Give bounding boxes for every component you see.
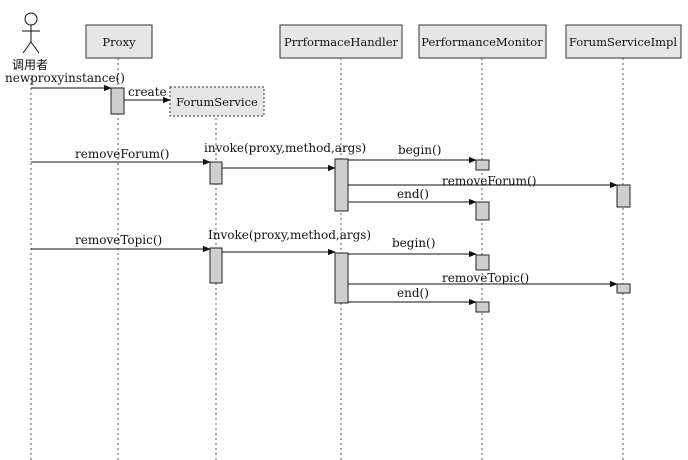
- remove-forum-impl-label: removeForum(): [442, 174, 536, 188]
- handler-label: PrrformaceHandler: [284, 35, 399, 49]
- forum-service-activation-1: [209, 161, 223, 185]
- impl-box: [565, 24, 682, 59]
- monitor-end-activation-2: [475, 301, 490, 313]
- remove-forum-call-label: removeForum(): [75, 147, 169, 161]
- end-1-label: end(): [397, 187, 429, 201]
- create-label: create: [128, 85, 167, 99]
- handler-activation-1: [334, 158, 349, 212]
- forum-service-label: ForumService: [176, 95, 258, 109]
- impl-activation-2: [616, 283, 631, 294]
- caller-actor-icon: [22, 12, 40, 54]
- proxy-label: Proxy: [102, 35, 136, 49]
- end-2-label: end(): [397, 286, 429, 300]
- begin-1-label: begin(): [398, 143, 441, 157]
- monitor-begin-activation-1: [475, 159, 490, 171]
- proxy-box: [85, 24, 153, 59]
- monitor-label: PerformanceMonitor: [421, 35, 543, 49]
- new-proxy-label: newproxyinstance(): [5, 71, 125, 85]
- monitor-end-activation-1: [475, 201, 490, 221]
- handler-activation-2: [334, 252, 349, 304]
- monitor-box: [418, 24, 547, 59]
- invoke-1-label: invoke(proxy,method,args): [204, 141, 366, 155]
- handler-box: [279, 24, 403, 59]
- invoke-2-label: Invoke(proxy,method,args): [208, 228, 371, 242]
- remove-topic-call-label: removeTopic(): [75, 233, 162, 247]
- actor-label: 调用者: [12, 58, 48, 72]
- impl-activation-1: [616, 184, 631, 208]
- proxy-activation: [110, 87, 125, 115]
- remove-topic-impl-label: removeTopic(): [442, 271, 529, 285]
- monitor-begin-activation-2: [475, 254, 490, 271]
- forum-service-activation-2: [209, 247, 223, 284]
- impl-label: ForumServiceImpl: [569, 35, 677, 49]
- begin-2-label: begin(): [392, 236, 435, 250]
- forum-service-box: [169, 86, 265, 117]
